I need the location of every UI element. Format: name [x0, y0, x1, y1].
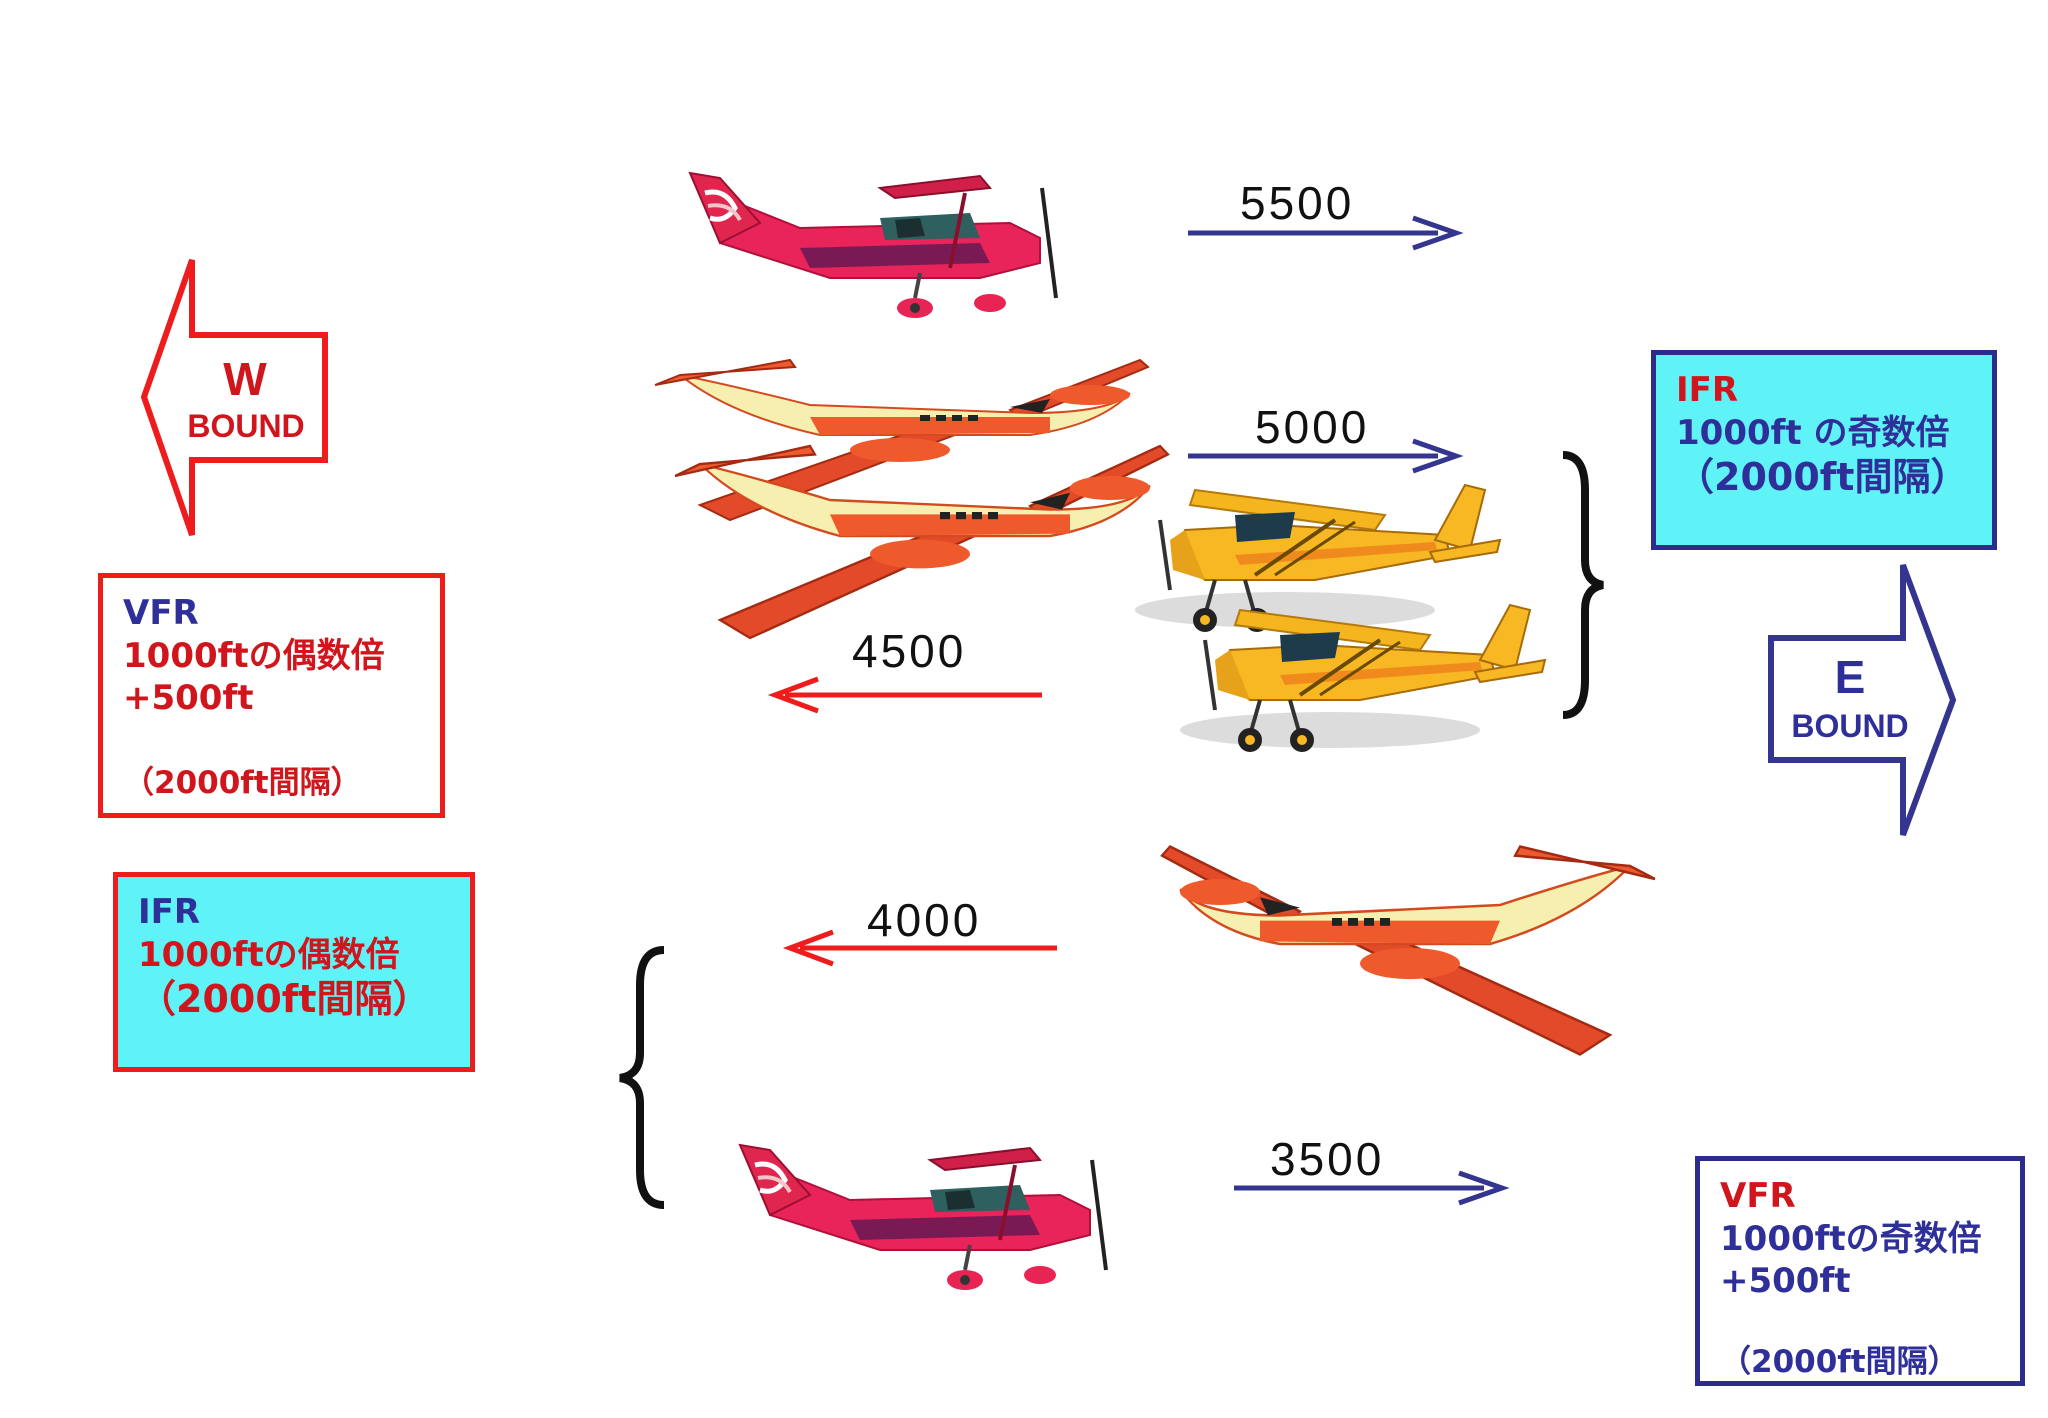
vfr-east-title: VFR: [1720, 1176, 1796, 1216]
w-bound-letter: W: [223, 353, 267, 405]
left-brace: [619, 946, 665, 1209]
e-bound-letter: E: [1834, 651, 1866, 703]
cessna-bottom-image: [730, 1140, 1120, 1300]
right-brace: [1562, 451, 1604, 719]
cessna-top-image: [680, 168, 1070, 328]
ifr-east-line2: （2000ft間隔）: [1676, 455, 1969, 499]
east-arrow-5500: [1188, 215, 1464, 251]
e-bound-arrow: [1768, 563, 1957, 837]
twin-top-2-image: [673, 444, 1170, 640]
altitude-5000-label: 5000: [1255, 401, 1370, 453]
ifr-west-box: IFR 1000ftの偶数倍 （2000ft間隔）: [113, 872, 475, 1072]
ifr-west-line1: 1000ftの偶数倍: [138, 934, 400, 975]
altitude-4000-label: 4000: [867, 894, 982, 946]
ifr-east-title: IFR: [1676, 370, 1739, 410]
vfr-east-line3: （2000ft間隔）: [1720, 1343, 1959, 1380]
vfr-west-line2: +500ft: [123, 678, 254, 718]
ifr-west-title: IFR: [138, 892, 201, 932]
ifr-west-line2: （2000ft間隔）: [138, 977, 431, 1021]
west-arrow-4500: [767, 676, 1042, 714]
cub-lower-image: [1178, 603, 1547, 754]
east-arrow-5000: [1188, 438, 1464, 474]
altitude-3500-label: 3500: [1270, 1133, 1385, 1185]
vfr-west-title: VFR: [123, 593, 199, 633]
vfr-east-box: VFR 1000ftの奇数倍 +500ft （2000ft間隔）: [1695, 1156, 2025, 1386]
vfr-west-box: VFR 1000ftの偶数倍 +500ft （2000ft間隔）: [98, 573, 445, 818]
altitude-4500-label: 4500: [852, 625, 967, 677]
w-bound-word: BOUND: [187, 408, 305, 444]
vfr-east-line1: 1000ftの奇数倍: [1720, 1218, 1982, 1259]
vfr-east-line2: +500ft: [1720, 1261, 1851, 1301]
vfr-west-line1: 1000ftの偶数倍: [123, 635, 385, 676]
ifr-east-box: IFR 1000ft の奇数倍 （2000ft間隔）: [1651, 350, 1997, 550]
ifr-east-line1: 1000ft の奇数倍: [1676, 412, 1950, 453]
altitude-5500-label: 5500: [1240, 177, 1355, 229]
vfr-west-line3: （2000ft間隔）: [123, 764, 362, 801]
w-bound-arrow: [140, 259, 328, 536]
e-bound-word: BOUND: [1791, 708, 1909, 744]
west-arrow-4000: [782, 929, 1057, 967]
east-arrow-3500: [1234, 1170, 1510, 1206]
twin-lower-image: [1160, 845, 1657, 1056]
